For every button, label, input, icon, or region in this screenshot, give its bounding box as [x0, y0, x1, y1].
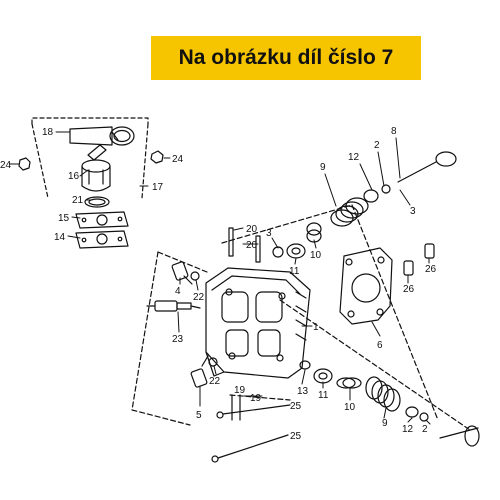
label-25-top: 25: [290, 401, 302, 412]
spark-plug-part: [146, 300, 201, 312]
label-22-bottom: 22: [209, 376, 221, 387]
label-21: 21: [72, 195, 84, 206]
intake-manifold-part: [81, 144, 111, 192]
label-26-left: 26: [403, 284, 415, 295]
valve-cotter-12-bottom: [405, 406, 419, 418]
label-10-top: 10: [310, 250, 322, 261]
label-1: 1: [313, 322, 319, 333]
label-8: 8: [391, 126, 397, 137]
label-6: 6: [377, 340, 383, 351]
label-13: 13: [297, 386, 309, 397]
studs-19: [231, 394, 241, 421]
head-assembly-dashed-outline: [131, 204, 471, 431]
intake-gasket-14: [75, 230, 129, 249]
intake-clamp-part: [69, 126, 135, 146]
label-18: 18: [42, 127, 54, 138]
valve-cap-2-top: [381, 184, 391, 194]
valve-seal-10-top: [306, 222, 322, 243]
label-2-bottom: 2: [422, 424, 428, 435]
label-12-bottom: 12: [402, 424, 414, 435]
part-labels: 18 16 21 17 15 14 24 24 9 12 2 8 3 10 11…: [0, 126, 437, 442]
label-9-bottom: 9: [382, 418, 388, 429]
seal-13: [299, 360, 311, 370]
intake-group-dashed-box: [31, 117, 149, 199]
label-24-right: 24: [172, 154, 184, 165]
valve-cap-2-bottom: [419, 412, 429, 422]
nut-right: [150, 150, 164, 164]
stud-3-top: [272, 246, 284, 258]
label-2-top: 2: [374, 140, 380, 151]
label-24-left: 24: [0, 160, 12, 171]
label-10-bottom: 10: [344, 402, 356, 413]
label-4: 4: [175, 286, 181, 297]
dowel-pins-20: [228, 227, 261, 263]
label-3-left: 3: [266, 228, 272, 239]
valve-8: [397, 151, 457, 183]
valve-cotter-12-top: [363, 189, 379, 203]
label-9-top: 9: [320, 162, 326, 173]
valve-seal-10-bottom: [336, 377, 362, 389]
label-19-bottom: 19: [250, 393, 262, 404]
valve-spring-9-top: [330, 197, 369, 227]
label-11-top: 11: [289, 266, 300, 277]
head-gasket-part: [339, 247, 393, 325]
leader-lines: [9, 131, 431, 425]
label-3-right: 3: [410, 206, 416, 217]
banner-text: Na obrázku díl číslo 7: [178, 46, 394, 69]
label-22-top: 22: [193, 292, 205, 303]
label-23: 23: [172, 334, 184, 345]
washer-22-bottom: [208, 357, 218, 367]
label-16: 16: [68, 171, 80, 182]
label-20-top: 20: [246, 224, 258, 235]
long-studs-25: [211, 404, 291, 463]
label-5: 5: [196, 410, 202, 421]
valve-7-exhaust: [439, 425, 480, 447]
label-17: 17: [152, 182, 164, 193]
sensor-part-5: [190, 355, 209, 388]
label-14: 14: [54, 232, 66, 243]
cylinder-head-part: [205, 267, 311, 379]
valve-spring-retainer-11-top: [286, 243, 306, 259]
label-12-top: 12: [348, 152, 360, 163]
valve-spring-retainer-11-bottom: [313, 368, 333, 384]
part-number-banner: Na obrázku díl číslo 7: [151, 36, 421, 80]
intake-gasket-15: [75, 211, 129, 229]
label-26-right: 26: [425, 264, 437, 275]
label-15: 15: [58, 213, 70, 224]
intake-oring: [84, 196, 110, 208]
valve-spring-9-bottom: [365, 376, 401, 412]
label-19-top: 19: [234, 385, 246, 396]
label-11-bottom: 11: [318, 390, 329, 401]
label-25-bottom: 25: [290, 431, 302, 442]
sensor-part-4: [171, 261, 193, 285]
washer-22-top: [190, 271, 200, 281]
label-20-bottom: 20: [246, 240, 258, 251]
nut-left: [18, 157, 31, 171]
